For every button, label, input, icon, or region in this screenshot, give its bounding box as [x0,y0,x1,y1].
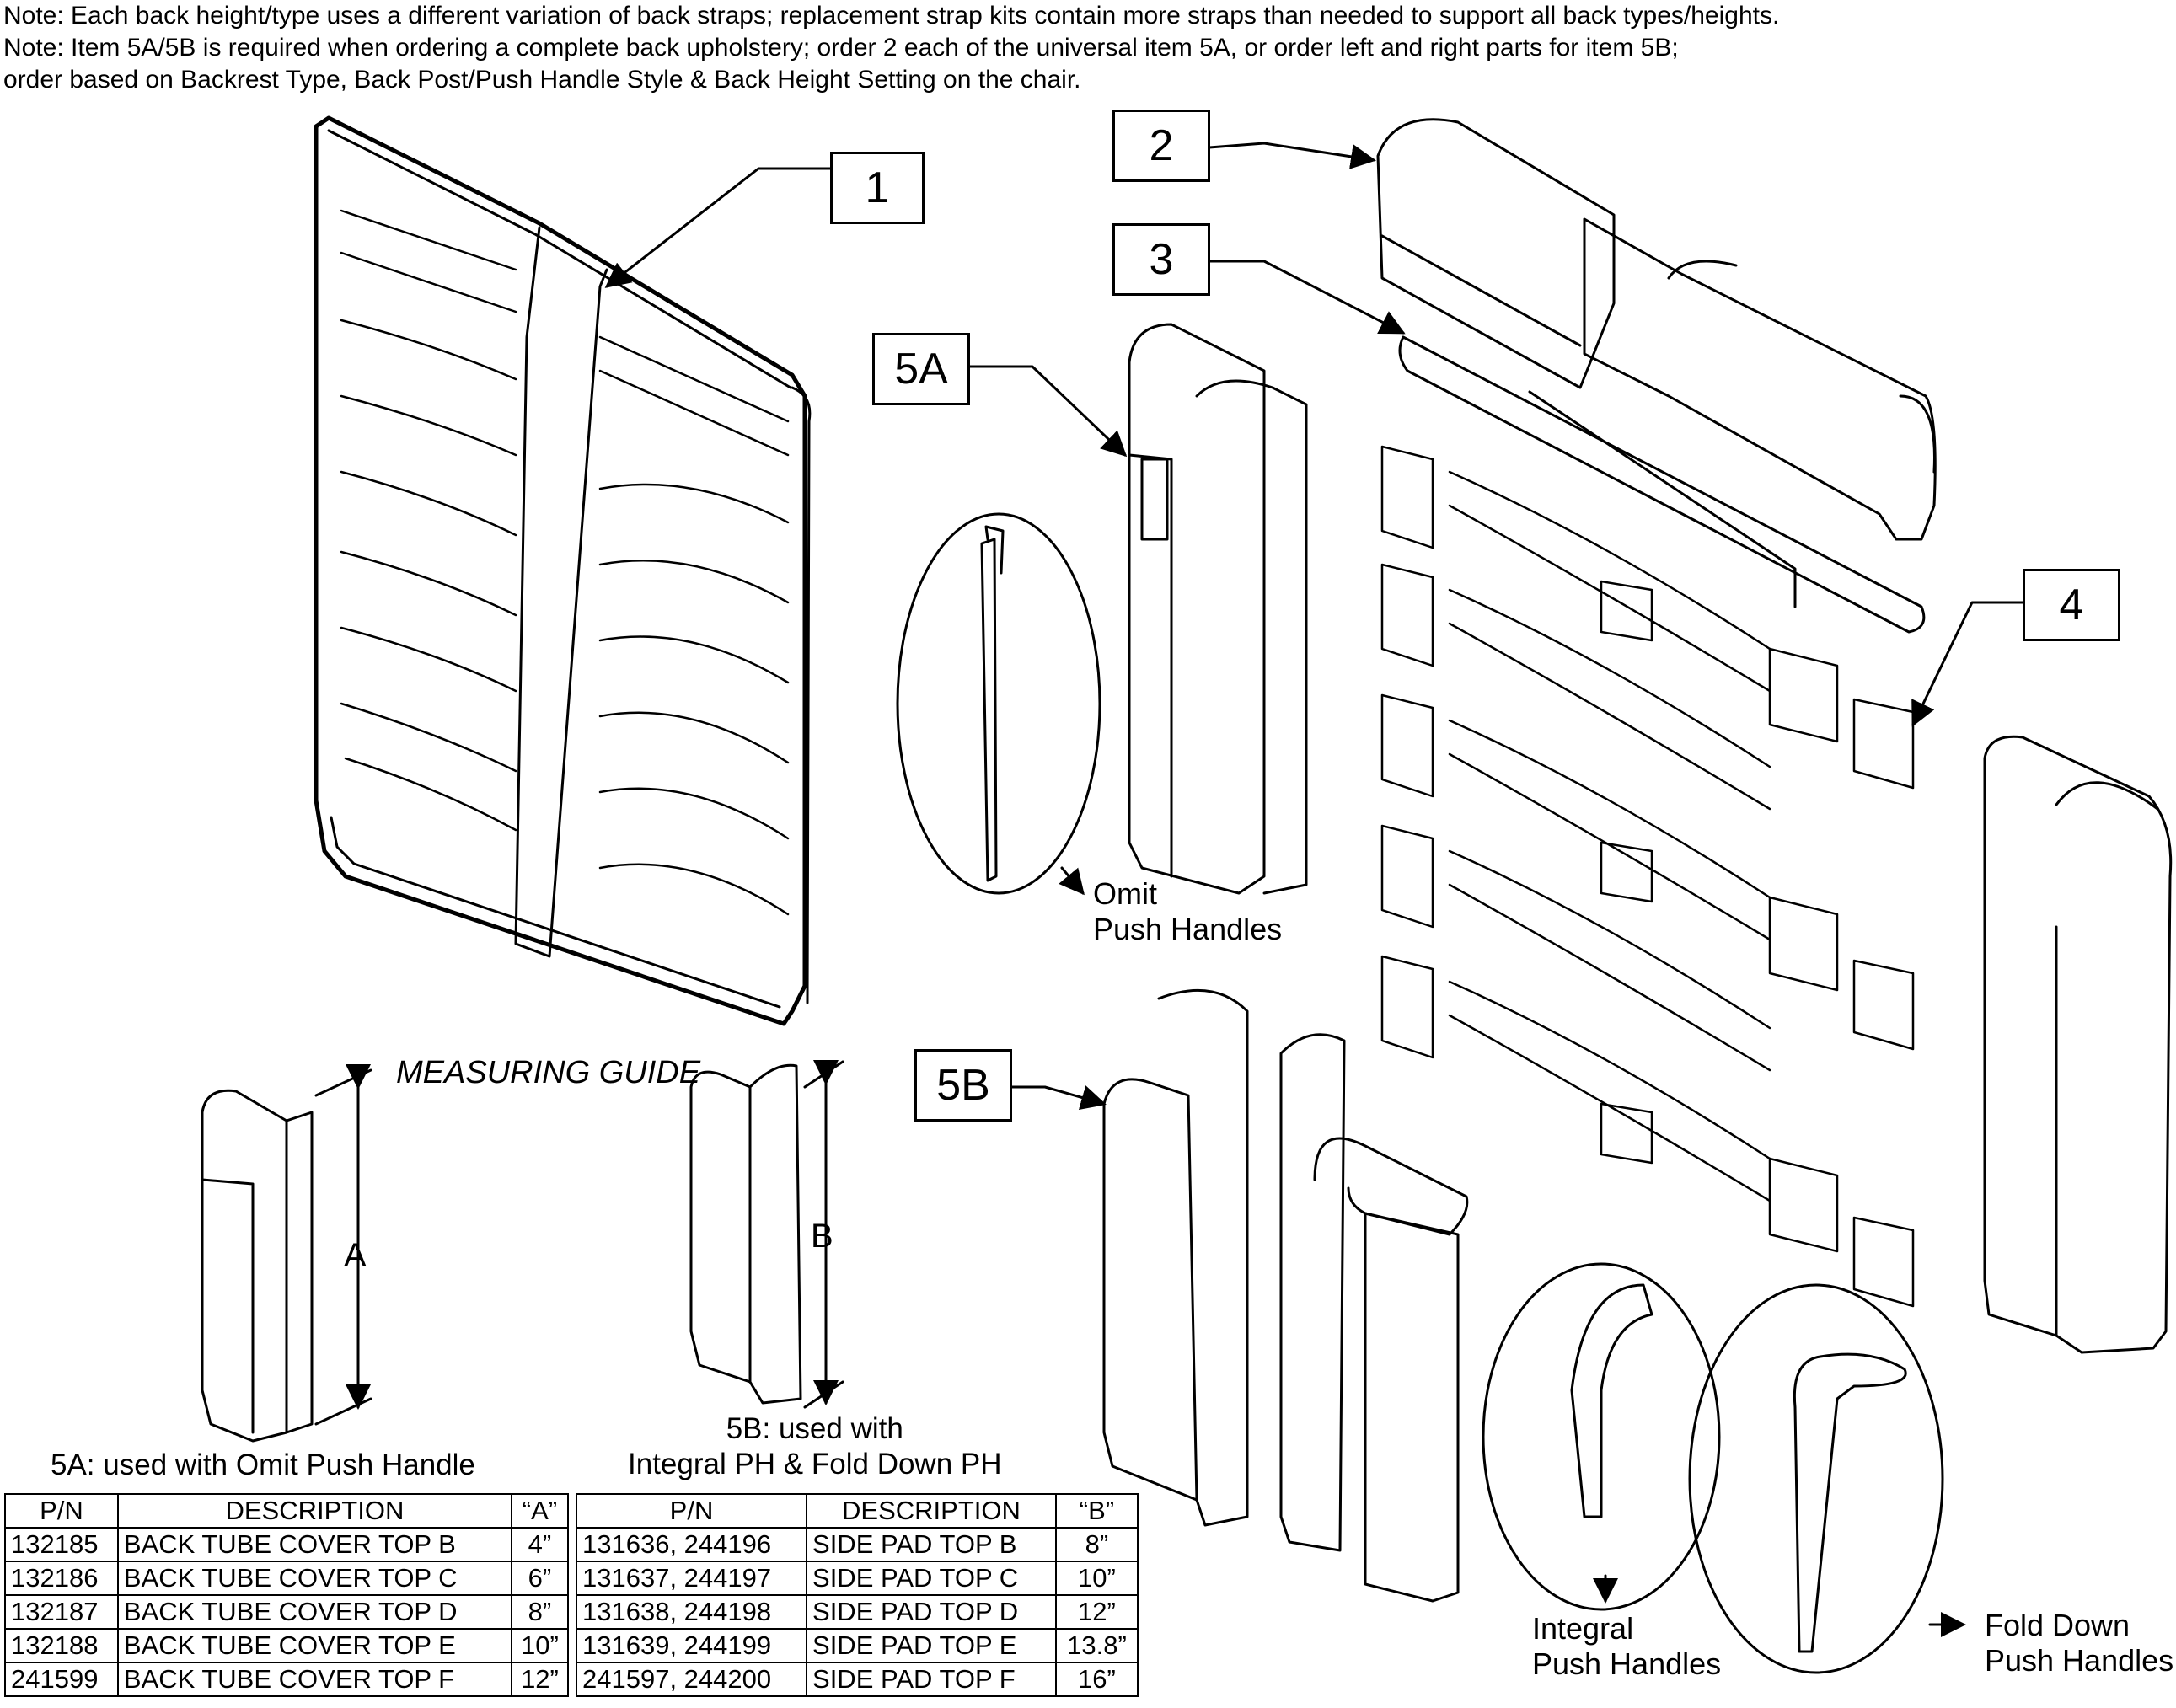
cell-description: SIDE PAD TOP C [806,1561,1057,1596]
note-line-3: order based on Backrest Type, Back Post/… [3,66,1081,94]
parts-table-5a: P/N DESCRIPTION “A” 132185 BACK TUBE COV… [4,1493,570,1697]
table-row: 241599 BACK TUBE COVER TOP F 12” [4,1662,570,1697]
table-row: 241597, 244200 SIDE PAD TOP F 16” [575,1662,1139,1697]
table-row: 132188 BACK TUBE COVER TOP E 10” [4,1628,570,1663]
cell-dimension: 16” [1054,1662,1139,1697]
note-line-1: Note: Each back height/type uses a diffe… [3,2,1780,29]
table-row: 132185 BACK TUBE COVER TOP B 4” [4,1527,570,1562]
cell-description: SIDE PAD TOP F [806,1662,1057,1697]
table-5a-caption: 5A: used with Omit Push Handle [51,1448,475,1481]
omit-label-line-1: Omit [1093,876,1157,911]
cell-dimension: 4” [510,1527,570,1562]
notes-block: Note: Each back height/type uses a diffe… [3,0,1779,96]
cell-description: BACK TUBE COVER TOP F [116,1662,512,1697]
measuring-guide-title: MEASURING GUIDE [396,1055,701,1090]
folddown-label-line-2: Push Handles [1985,1643,2174,1678]
velcro-strip-drawing [1398,335,1926,634]
side-pad-5b-drawing [1102,988,1469,1603]
table-row: 132186 BACK TUBE COVER TOP C 6” [4,1561,570,1596]
table-row: 131638, 244198 SIDE PAD TOP D 12” [575,1594,1139,1630]
fold-down-push-handles-label: Fold Down Push Handles [1985,1608,2173,1679]
dimension-b-label: B [811,1218,833,1255]
header-pn: P/N [575,1493,808,1529]
header-dimension: “B” [1054,1493,1139,1529]
cell-pn: 131639, 244199 [575,1628,808,1663]
integral-label-line-1: Integral [1532,1611,1634,1646]
table-5b-caption: 5B: used with Integral PH & Fold Down PH [628,1411,1002,1482]
cell-dimension: 13.8” [1054,1628,1139,1663]
table-5b-caption-line-1: 5B: used with [726,1412,903,1445]
cell-description: BACK TUBE COVER TOP D [116,1594,512,1630]
omit-label-line-2: Push Handles [1093,912,1283,946]
cell-description: BACK TUBE COVER TOP E [116,1628,512,1663]
cell-description: BACK TUBE COVER TOP B [116,1527,512,1562]
cell-dimension: 12” [510,1662,570,1697]
measuring-guide-5b-drawing [689,1063,802,1405]
cell-pn: 131636, 244196 [575,1527,808,1562]
header-description: DESCRIPTION [806,1493,1057,1529]
table-header-row: P/N DESCRIPTION “B” [575,1493,1139,1529]
measuring-guide-5a-drawing [201,1089,314,1443]
callout-1: 1 [830,152,925,224]
cell-dimension: 10” [1054,1561,1139,1596]
header-dimension: “A” [510,1493,570,1529]
cell-dimension: 8” [1054,1527,1139,1562]
integral-label-line-2: Push Handles [1532,1646,1722,1681]
omit-push-handle-oval [896,512,1101,895]
cell-pn: 241599 [4,1662,119,1697]
table-5b-caption-line-2: Integral PH & Fold Down PH [628,1448,1002,1480]
cell-dimension: 6” [510,1561,570,1596]
table-row: 131636, 244196 SIDE PAD TOP B 8” [575,1527,1139,1562]
table-row: 132187 BACK TUBE COVER TOP D 8” [4,1594,570,1630]
cell-pn: 241597, 244200 [575,1662,808,1697]
cell-description: BACK TUBE COVER TOP C [116,1561,512,1596]
callout-3: 3 [1112,223,1210,296]
table-row: 131637, 244197 SIDE PAD TOP C 10” [575,1561,1139,1596]
back-pad-drawing [1376,118,1937,541]
callout-5b: 5B [914,1049,1012,1122]
cell-dimension: 8” [510,1594,570,1630]
integral-push-handles-label: Integral Push Handles [1532,1611,1721,1682]
back-straps-drawing [1380,445,1915,1308]
header-description: DESCRIPTION [116,1493,512,1529]
cell-description: SIDE PAD TOP D [806,1594,1057,1630]
integral-push-handle-oval [1482,1262,1721,1611]
header-pn: P/N [4,1493,119,1529]
omit-push-handles-label: Omit Push Handles [1093,876,1282,947]
cell-pn: 131638, 244198 [575,1594,808,1630]
cell-pn: 131637, 244197 [575,1561,808,1596]
table-header-row: P/N DESCRIPTION “A” [4,1493,570,1529]
cell-pn: 132187 [4,1594,119,1630]
note-line-2: Note: Item 5A/5B is required when orderi… [3,34,1679,62]
cell-pn: 132188 [4,1628,119,1663]
cell-pn: 132185 [4,1527,119,1562]
tube-cover-5a-drawing [1128,323,1308,895]
parts-table-5b: P/N DESCRIPTION “B” 131636, 244196 SIDE … [575,1493,1139,1697]
callout-2: 2 [1112,110,1210,182]
back-upholstery-drawing [314,115,812,1026]
cell-pn: 132186 [4,1561,119,1596]
tube-cover-right-drawing [1983,735,2173,1354]
callout-4: 4 [2023,569,2120,641]
table-row: 131639, 244199 SIDE PAD TOP E 13.8” [575,1628,1139,1663]
folddown-label-line-1: Fold Down [1985,1608,2130,1642]
dimension-a-label: A [344,1237,367,1274]
fold-down-push-handle-oval [1688,1283,1944,1674]
cell-dimension: 10” [510,1628,570,1663]
callout-5a: 5A [872,333,970,405]
cell-dimension: 12” [1054,1594,1139,1630]
cell-description: SIDE PAD TOP E [806,1628,1057,1663]
cell-description: SIDE PAD TOP B [806,1527,1057,1562]
